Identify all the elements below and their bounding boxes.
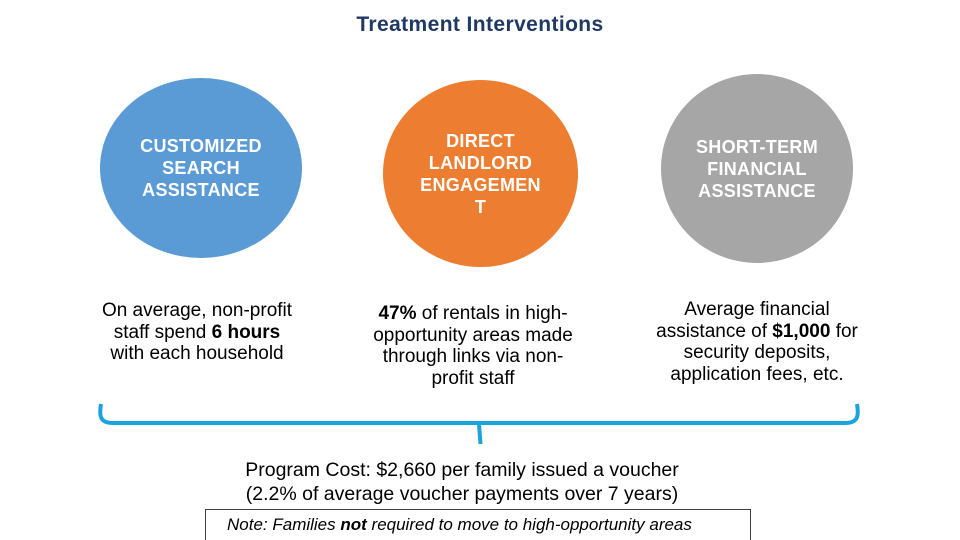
description-landlord-engagement: 47% of rentals in high-opportunity areas… xyxy=(373,303,573,389)
note-box: Note: Families not required to move to h… xyxy=(205,509,751,540)
note-text: Note: Families not required to move to h… xyxy=(227,515,692,534)
page-title: Treatment Interventions xyxy=(356,13,604,36)
program-cost-text: Program Cost: $2,660 per family issued a… xyxy=(245,459,679,505)
